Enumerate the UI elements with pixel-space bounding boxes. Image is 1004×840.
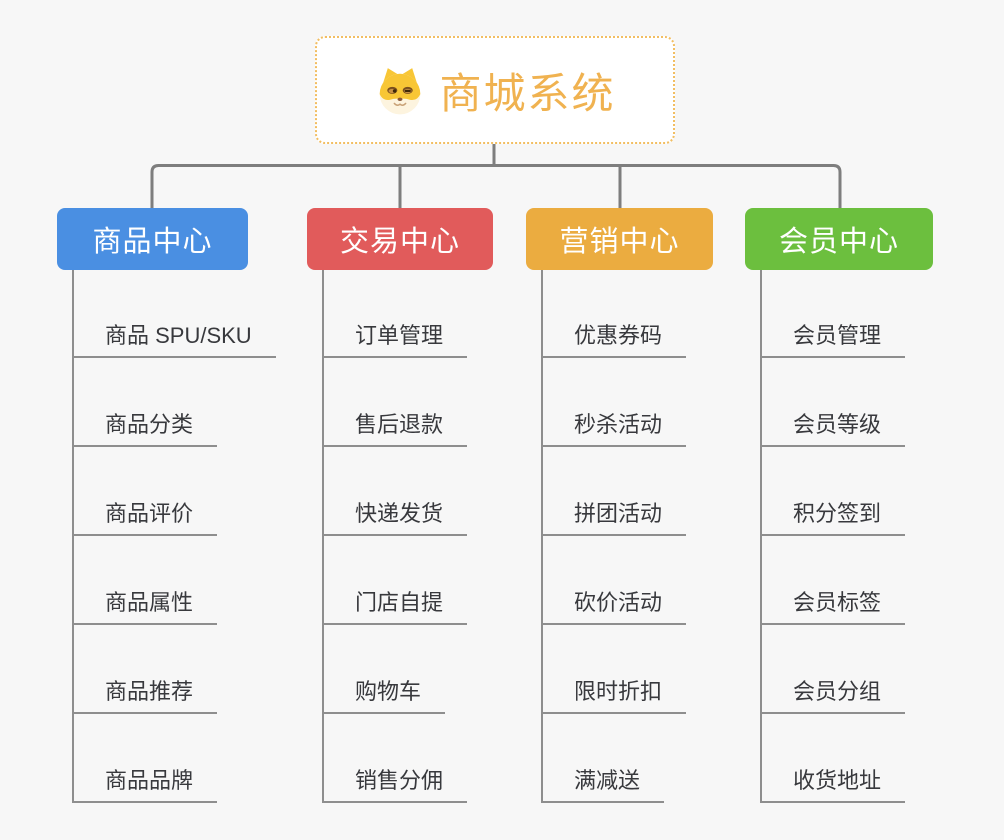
branch-column-trade-center: 交易中心 订单管理 售后退款 快递发货 门店自提 购物车 销售分佣 (307, 208, 493, 840)
shiba-dog-face-icon (374, 64, 426, 116)
branch-trunk-line (72, 270, 74, 803)
branch-trunk-line (760, 270, 762, 803)
branch-node-trade-center[interactable]: 交易中心 (307, 208, 493, 270)
leaf-node[interactable]: 商品推荐 (72, 672, 218, 714)
leaf-node[interactable]: 拼团活动 (541, 494, 687, 536)
leaf-node[interactable]: 售后退款 (322, 405, 468, 447)
root-node-mall-system[interactable]: 商城系统 (315, 36, 675, 144)
leaf-node[interactable]: 积分签到 (760, 494, 906, 536)
branch-node-product-center[interactable]: 商品中心 (57, 208, 248, 270)
leaf-node[interactable]: 砍价活动 (541, 583, 687, 625)
branch-trunk-line (322, 270, 324, 803)
branch-label: 交易中心 (339, 226, 460, 258)
leaf-node[interactable]: 商品评价 (72, 494, 218, 536)
leaf-node[interactable]: 商品 SPU/SKU (72, 316, 276, 358)
leaf-node[interactable]: 限时折扣 (541, 672, 687, 714)
leaf-node[interactable]: 会员分组 (760, 672, 906, 714)
leaf-node[interactable]: 订单管理 (322, 316, 468, 358)
branch-column-marketing-center: 营销中心 优惠券码 秒杀活动 拼团活动 砍价活动 限时折扣 满减送 (526, 208, 713, 840)
root-title: 商城系统 (439, 69, 616, 117)
leaf-node[interactable]: 销售分佣 (322, 761, 468, 803)
branch-column-product-center: 商品中心 商品 SPU/SKU 商品分类 商品评价 商品属性 商品推荐 商品品牌 (57, 208, 276, 840)
branch-label: 营销中心 (559, 226, 680, 258)
leaf-node[interactable]: 满减送 (541, 761, 665, 803)
leaf-node[interactable]: 会员等级 (760, 405, 906, 447)
branch-trunk-line (541, 270, 543, 803)
leaf-node[interactable]: 购物车 (322, 672, 446, 714)
leaf-node[interactable]: 门店自提 (322, 583, 468, 625)
leaf-node[interactable]: 优惠券码 (541, 316, 687, 358)
leaf-node[interactable]: 快递发货 (322, 494, 468, 536)
branch-label: 商品中心 (92, 226, 213, 258)
leaf-node[interactable]: 会员标签 (760, 583, 906, 625)
branch-column-member-center: 会员中心 会员管理 会员等级 积分签到 会员标签 会员分组 收货地址 (745, 208, 933, 840)
leaf-node[interactable]: 商品属性 (72, 583, 218, 625)
leaf-node[interactable]: 商品品牌 (72, 761, 218, 803)
branch-node-member-center[interactable]: 会员中心 (745, 208, 933, 270)
branch-node-marketing-center[interactable]: 营销中心 (526, 208, 713, 270)
leaf-node[interactable]: 会员管理 (760, 316, 906, 358)
leaf-node[interactable]: 收货地址 (760, 761, 906, 803)
leaf-node[interactable]: 秒杀活动 (541, 405, 687, 447)
leaf-node[interactable]: 商品分类 (72, 405, 218, 447)
branch-label: 会员中心 (778, 226, 899, 258)
